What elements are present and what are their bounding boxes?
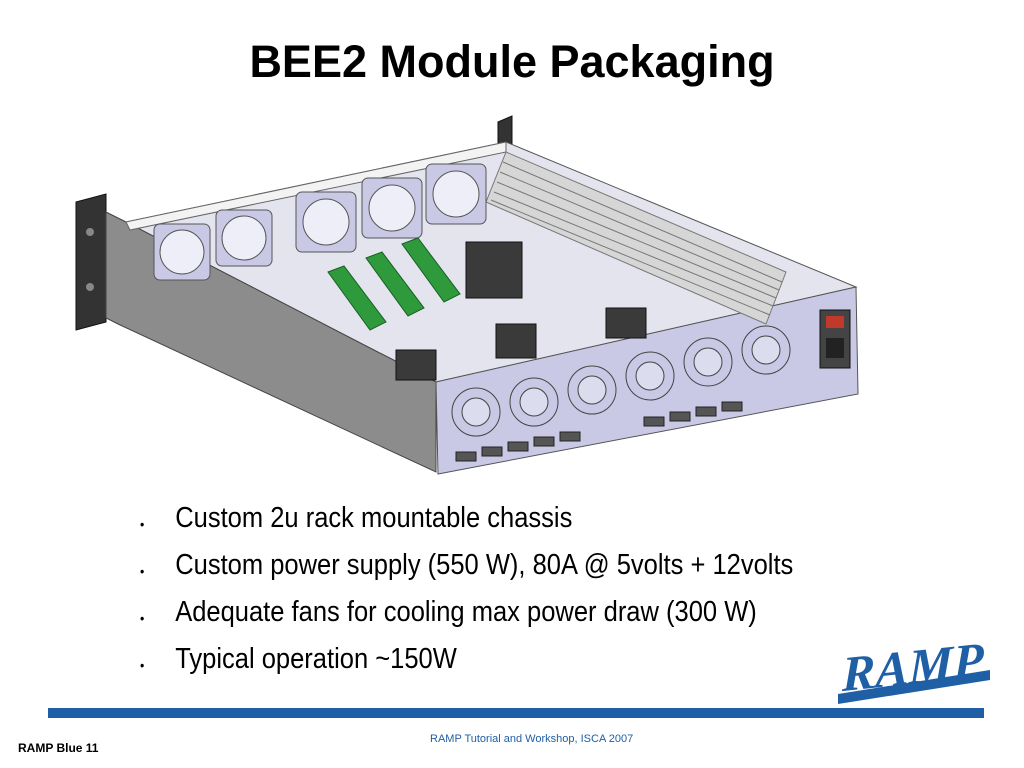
ramp-logo: RAMP bbox=[838, 636, 990, 704]
slide-title: BEE2 Module Packaging bbox=[249, 36, 775, 87]
fpga-chips bbox=[395, 241, 647, 381]
bullet-item: • Custom 2u rack mountable chassis bbox=[140, 502, 793, 549]
bullet-dot: • bbox=[140, 516, 145, 532]
bullet-dot: • bbox=[140, 610, 145, 626]
bullet-dot: • bbox=[140, 657, 145, 673]
heatsink bbox=[485, 151, 787, 325]
bullet-text: Adequate fans for cooling max power draw… bbox=[175, 596, 757, 628]
pcb-cards bbox=[327, 237, 461, 331]
slide-number: RAMP Blue 11 bbox=[18, 741, 99, 755]
bullet-text: Typical operation ~150W bbox=[175, 643, 457, 675]
front-connectors bbox=[455, 401, 743, 462]
internal-fans bbox=[153, 163, 487, 281]
footer-rule bbox=[48, 708, 984, 718]
bullet-text: Custom 2u rack mountable chassis bbox=[175, 502, 573, 534]
left-rack-ear bbox=[75, 193, 107, 331]
footer-caption: RAMP Tutorial and Workshop, ISCA 2007 bbox=[430, 733, 634, 745]
chassis-illustration bbox=[75, 115, 859, 475]
bullet-item: • Typical operation ~150W bbox=[140, 643, 793, 690]
bullet-list: • Custom 2u rack mountable chassis • Custo… bbox=[140, 502, 882, 690]
front-fans bbox=[451, 325, 791, 437]
bullet-item: • Custom power supply (550 W), 80A @ 5vol… bbox=[140, 549, 793, 596]
bullet-dot: • bbox=[140, 563, 145, 579]
ramp-logo-text: RAMP bbox=[841, 636, 984, 702]
power-inlet bbox=[819, 309, 851, 369]
bullet-item: • Adequate fans for cooling max power dra… bbox=[140, 596, 793, 643]
bullet-text: Custom power supply (550 W), 80A @ 5volt… bbox=[175, 549, 794, 581]
